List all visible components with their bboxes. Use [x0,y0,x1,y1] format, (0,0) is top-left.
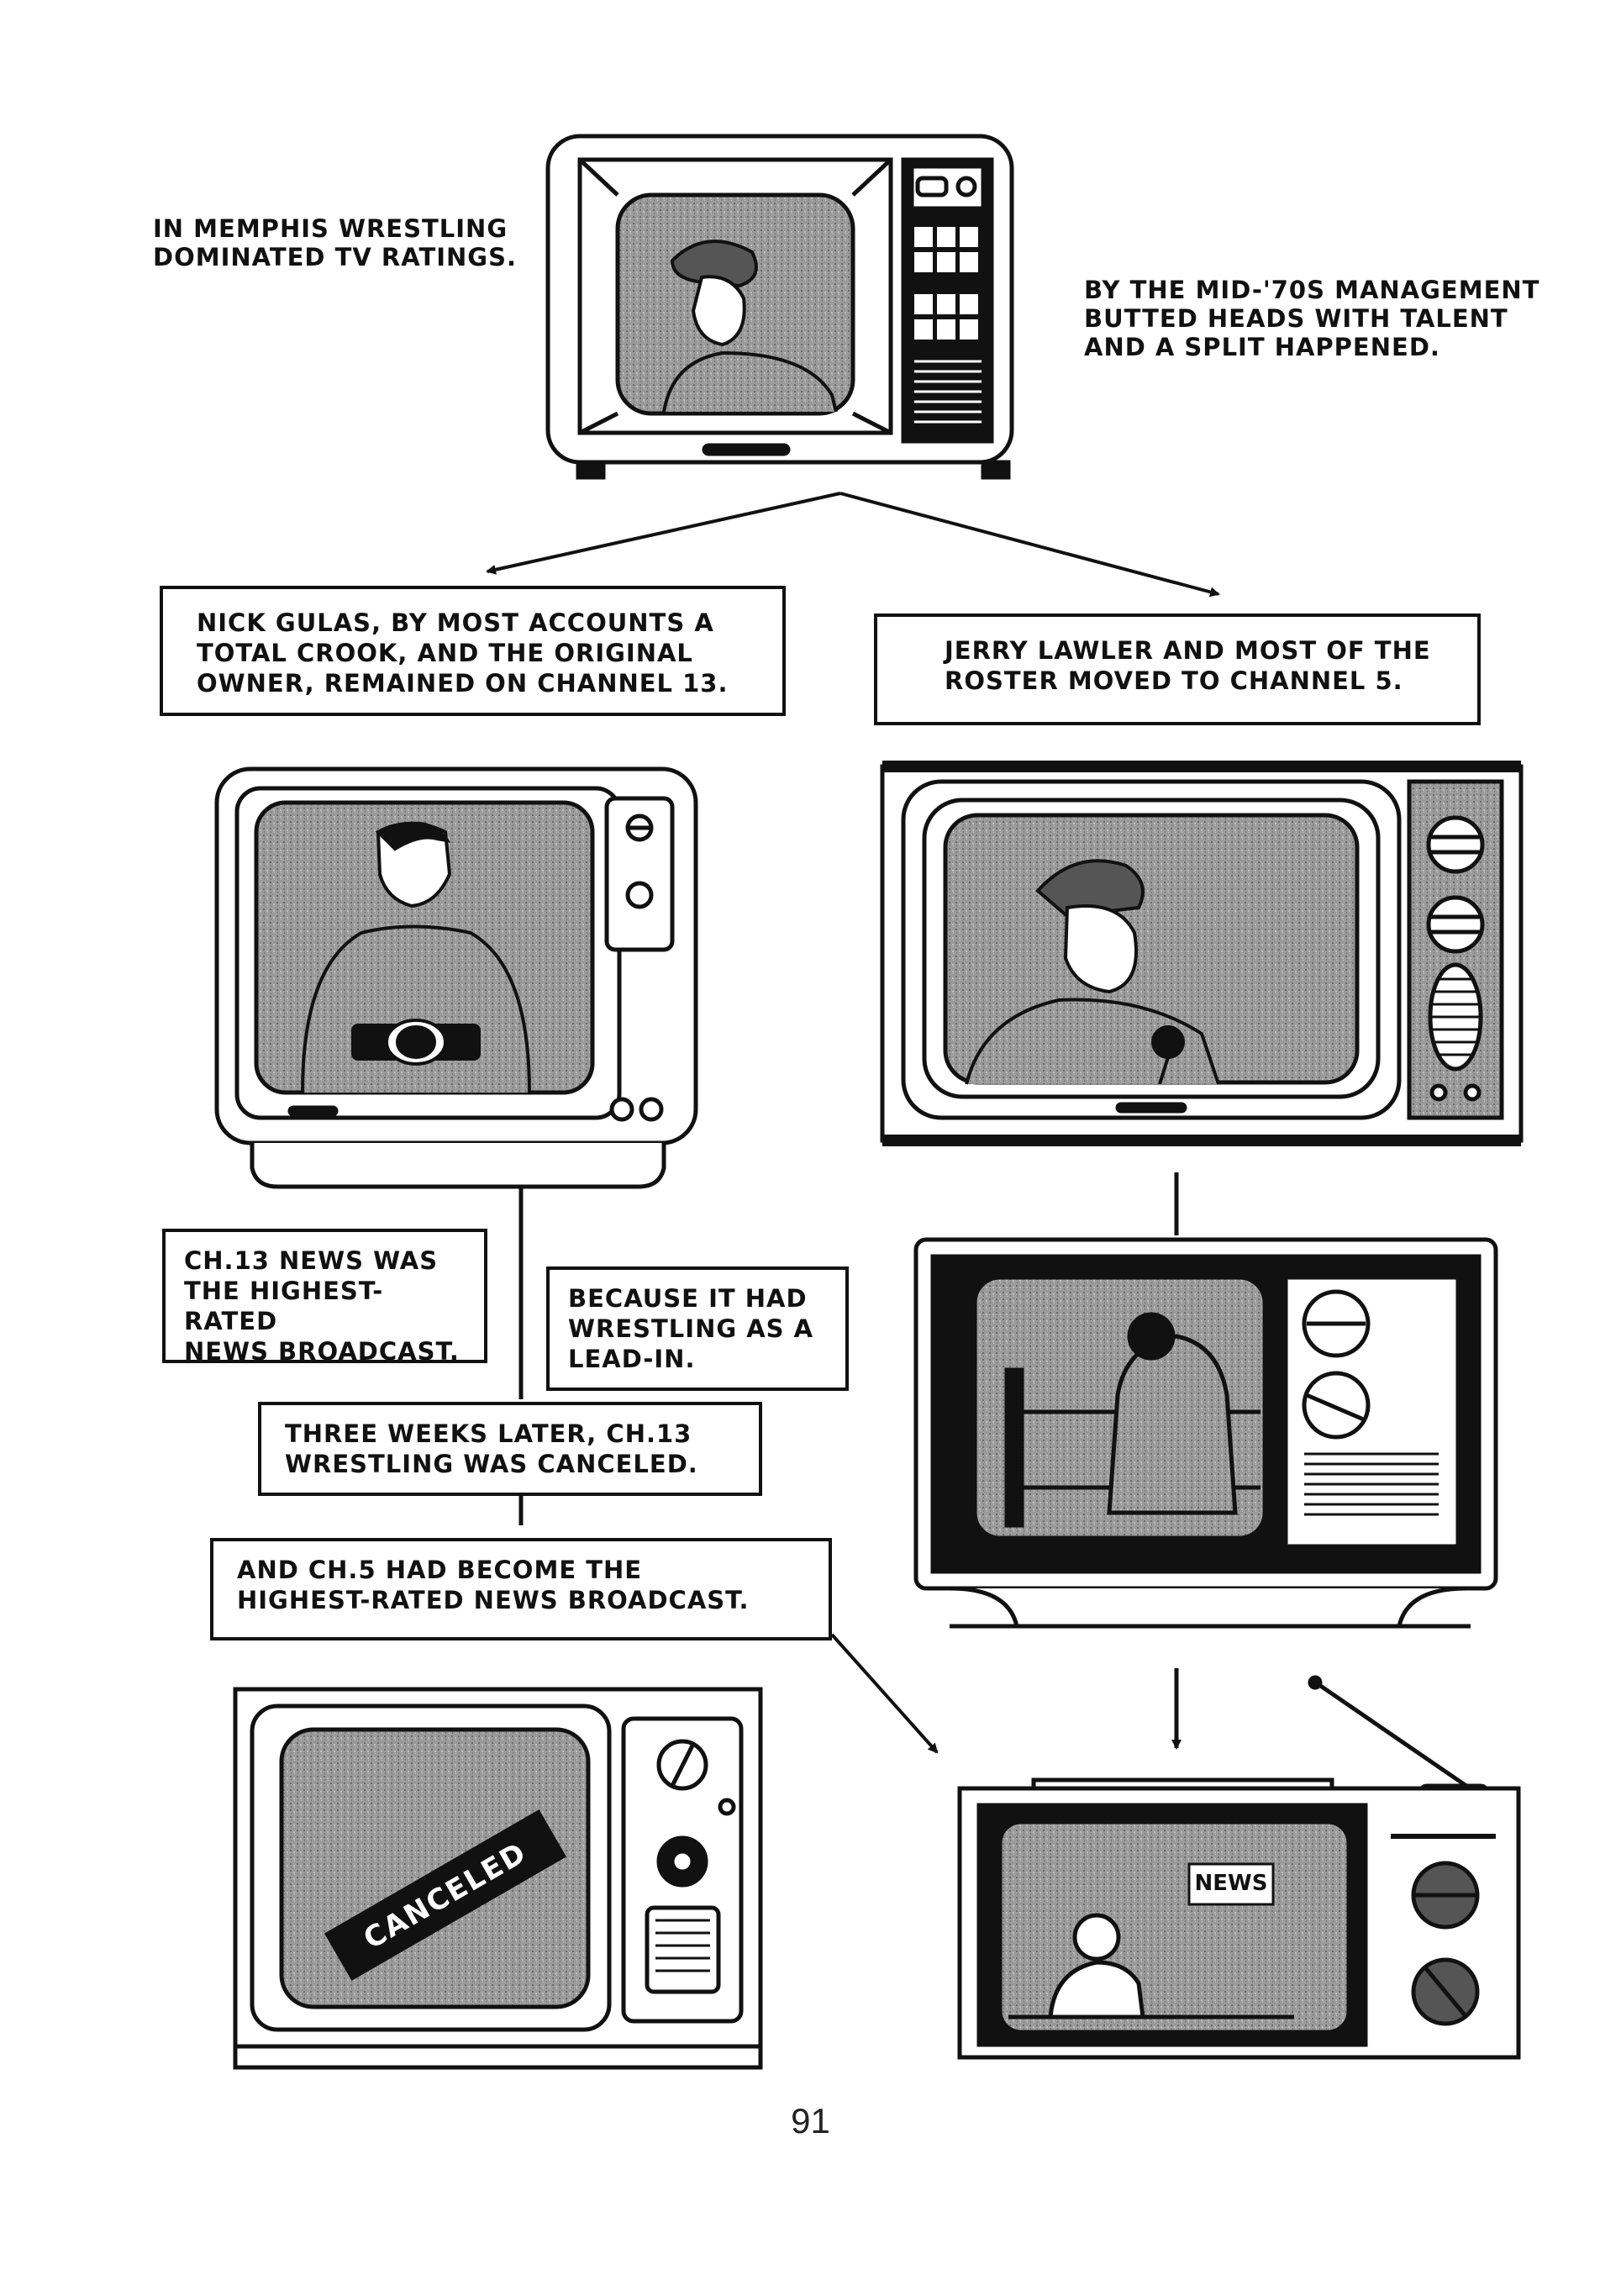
box-line: NICK GULAS, BY MOST ACCOUNTS A [197,608,714,637]
box-line: NEWS BROADCAST. [184,1337,460,1366]
box-three-weeks: THREE WEEKS LATER, CH.13 WRESTLING WAS C… [258,1402,762,1496]
caption-memphis: IN MEMPHIS WRESTLING DOMINATED TV RATING… [153,214,517,271]
caption-line: DOMINATED TV RATINGS. [153,243,517,271]
caption-split: BY THE MID-'70S MANAGEMENT BUTTED HEADS … [1084,276,1539,361]
tv-canceled [233,1687,763,2070]
box-line: LEAD-IN. [568,1345,696,1373]
caption-line: BY THE MID-'70S MANAGEMENT [1084,276,1540,304]
box-line: OWNER, REMAINED ON CHANNEL 13. [197,669,729,698]
box-line: AND CH.5 HAD BECOME THE [237,1556,643,1584]
box-lead-in: BECAUSE IT HAD WRESTLING AS A LEAD-IN. [546,1266,849,1391]
tv-channel-5 [880,761,1524,1146]
caption-line: AND A SPLIT HAPPENED. [1084,333,1440,361]
box-ch5-news: AND CH.5 HAD BECOME THE HIGHEST-RATED NE… [210,1538,832,1640]
page-number: 91 [791,2101,830,2141]
box-line: CH.13 NEWS WAS [184,1246,439,1275]
box-line: TOTAL CROOK, AND THE ORIGINAL [197,639,693,667]
news-sign-label: NEWS [1194,1871,1268,1896]
tv-channel-13 [214,766,698,1189]
caption-line: BUTTED HEADS WITH TALENT [1084,304,1508,333]
tv-ring-match [913,1237,1498,1629]
box-line: WRESTLING AS A [568,1314,814,1343]
box-lawler: JERRY LAWLER AND MOST OF THE ROSTER MOVE… [874,613,1481,725]
box-line: BECAUSE IT HAD [568,1284,808,1313]
split-arrows [486,492,1220,598]
box-gulas: NICK GULAS, BY MOST ACCOUNTS A TOTAL CRO… [160,586,786,716]
box-line: THREE WEEKS LATER, CH.13 [285,1419,692,1448]
box-ch13-news: CH.13 NEWS WAS THE HIGHEST-RATED NEWS BR… [162,1229,487,1366]
box-line: THE HIGHEST-RATED [184,1277,384,1335]
arrow-ch5-news [830,1633,939,1754]
caption-line: IN MEMPHIS WRESTLING [153,214,508,243]
tv-memphis-wrestling [545,134,1014,480]
box-line: HIGHEST-RATED NEWS BROADCAST. [237,1586,750,1614]
tv-news [957,1675,1521,2060]
box-line: ROSTER MOVED TO CHANNEL 5. [945,666,1403,695]
box-line: JERRY LAWLER AND MOST OF THE [945,636,1431,665]
box-line: WRESTLING WAS CANCELED. [285,1450,698,1478]
